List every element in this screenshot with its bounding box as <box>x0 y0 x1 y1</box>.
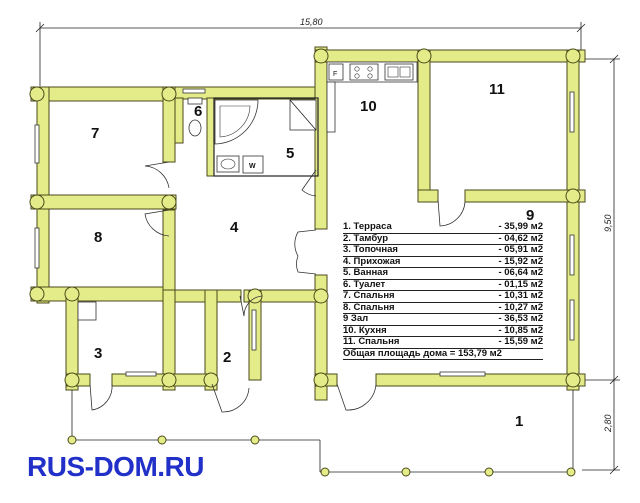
legend-row: 8. Спальня- 10,27 м2 <box>343 301 543 314</box>
legend-row: 10. Кухня- 10,85 м2 <box>343 324 543 337</box>
kitchen-sink <box>384 63 414 81</box>
area-legend: 1. Терраса- 35,99 м2 2. Тамбур- 04,62 м2… <box>343 221 543 360</box>
dim-height-label: 9,50 <box>603 214 613 232</box>
sink <box>216 155 240 173</box>
legend-row: 1. Терраса- 35,99 м2 <box>343 221 543 234</box>
bathroom-fixtures: W <box>187 97 319 177</box>
dim-terrace-label: 2,80 <box>603 414 613 433</box>
legend-row: 6. Туалет- 01,15 м2 <box>343 278 543 291</box>
legend-row: 9 Зал- 36,53 м2 <box>343 313 543 326</box>
legend-row: 3. Топочная- 05,91 м2 <box>343 244 543 257</box>
room-number-7: 7 <box>91 125 99 142</box>
toilet <box>188 119 202 137</box>
right-dimension: 9,50 2,80 <box>582 54 620 475</box>
brand-watermark[interactable]: RUS-DOM.RU <box>27 451 205 482</box>
room-numbers: 1 2 3 4 5 6 7 8 9 10 11 <box>91 81 534 430</box>
terrace-outline <box>67 390 576 477</box>
legend-total: Общая площадь дома = 153,79 м2 <box>343 348 543 360</box>
room-number-2: 2 <box>223 349 231 366</box>
room-number-5: 5 <box>286 145 294 162</box>
windows <box>34 88 575 377</box>
washer-label: W <box>249 163 256 170</box>
room-number-8: 8 <box>94 229 102 246</box>
legend-row: 2. Тамбур- 04,62 м2 <box>343 232 543 245</box>
room-number-10: 10 <box>360 98 377 115</box>
room-number-4: 4 <box>230 219 239 236</box>
legend-row: 5. Ванная- 06,64 м2 <box>343 267 543 280</box>
log-knots <box>29 48 581 388</box>
kitchen-fixtures: F <box>326 61 418 133</box>
room-number-1: 1 <box>515 413 523 430</box>
legend-row: 11. Спальня- 15,59 м2 <box>343 336 543 349</box>
legend-row: 7. Спальня- 10,31 м2 <box>343 290 543 303</box>
room-number-3: 3 <box>94 345 102 362</box>
fridge-label: F <box>333 71 337 78</box>
room-number-6: 6 <box>194 103 202 120</box>
fridge <box>328 63 344 81</box>
doors <box>89 161 466 413</box>
legend-row: 4. Прихожая- 15,92 м2 <box>343 255 543 268</box>
top-dimension: 15,80 <box>35 17 586 86</box>
room-number-11: 11 <box>489 81 505 98</box>
stove <box>349 63 379 81</box>
washing-machine <box>242 155 264 174</box>
boiler <box>77 301 97 321</box>
corner-bathtub <box>214 99 259 145</box>
dim-width-label: 15,80 <box>300 17 323 27</box>
room-number-9: 9 <box>526 207 534 224</box>
